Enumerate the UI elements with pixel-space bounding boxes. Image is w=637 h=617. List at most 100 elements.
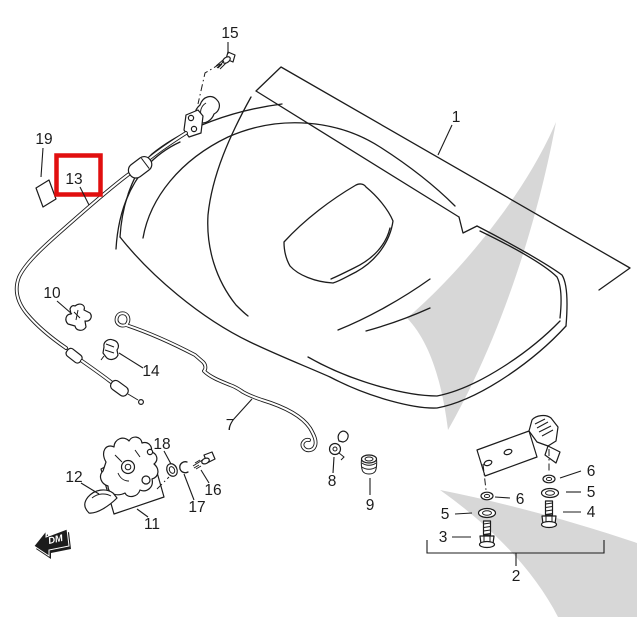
callout-8: 8: [328, 456, 337, 490]
callout-10-leader: [56, 300, 73, 315]
callout-19-number[interactable]: 19: [35, 131, 52, 148]
clip-8-hole: [332, 446, 338, 452]
callout-6-left-number[interactable]: 6: [516, 491, 525, 508]
callout-11-leader: [136, 508, 149, 518]
callout-3-number[interactable]: 3: [439, 529, 448, 546]
washer-5-left-hole: [482, 510, 492, 516]
washer-part-5-right: [540, 487, 560, 499]
hood-crease-front-right-b: [365, 307, 431, 332]
callout-4: 4: [563, 504, 596, 521]
prop-rod-outline: [114, 311, 318, 453]
callout-18-number[interactable]: 18: [153, 436, 170, 453]
callout-4-number[interactable]: 4: [587, 504, 596, 521]
latch-pivot: [141, 475, 151, 485]
callout-1-number[interactable]: 1: [452, 109, 461, 126]
washer-part-5-left: [477, 507, 497, 519]
callout-12: 12: [65, 469, 100, 495]
hood-rear-strip: [255, 66, 631, 291]
hinge-hole-right: [503, 448, 513, 456]
callout-18-leader: [163, 450, 172, 465]
callout-3: 3: [439, 529, 471, 546]
callout-labels: 1 2 3 4 5 5 6 6 7: [35, 25, 595, 585]
bolt-part-4: [540, 500, 558, 529]
callout-12-number[interactable]: 12: [65, 469, 82, 486]
latch-hardware-axis: [156, 476, 170, 490]
hinge-flap: [544, 445, 561, 464]
hood-scoop: [283, 183, 394, 284]
screw-part-15: [197, 51, 236, 105]
hinge-assembly-part-2: [426, 414, 605, 566]
clip-part-14: [100, 338, 119, 361]
bolt-4-threads: [545, 502, 553, 515]
hood-corner-notch: [458, 216, 478, 234]
cable-inner-core: [81, 360, 112, 383]
callout-14-leader: [118, 352, 144, 369]
highlight-box-part-13[interactable]: [54, 153, 103, 197]
latch-striker-center: [124, 463, 132, 471]
callout-1: 1: [437, 109, 461, 156]
callout-5-left-number[interactable]: 5: [441, 506, 450, 523]
bracket-hole-upper: [187, 114, 195, 122]
callout-14-number[interactable]: 14: [142, 363, 160, 380]
callout-7-number[interactable]: 7: [226, 417, 235, 434]
cable-end-ball: [138, 399, 145, 406]
clip-14-detail: [100, 343, 115, 361]
grommet-sides: [360, 458, 378, 472]
bolt-part-3: [478, 520, 496, 549]
callout-8-number[interactable]: 8: [328, 473, 337, 490]
hood-front-edge: [119, 236, 567, 409]
callout-5-right-number[interactable]: 5: [587, 484, 596, 501]
callout-15-number[interactable]: 15: [221, 25, 238, 42]
callout-11: 11: [136, 508, 160, 533]
grommet-part-9: [360, 454, 378, 475]
callout-6-right-leader: [559, 470, 582, 479]
callout-17-number[interactable]: 17: [188, 499, 205, 516]
hinge-axis-left: [482, 463, 487, 491]
clip-part-8: [328, 430, 349, 461]
callout-17-leader: [183, 473, 195, 501]
cable-lower-core: [15, 173, 130, 349]
callout-7-leader: [232, 398, 253, 421]
clip-14-shape: [102, 338, 119, 361]
callout-5-left: 5: [441, 506, 473, 523]
hood-crease-main: [142, 122, 456, 239]
callout-9-number[interactable]: 9: [366, 497, 375, 514]
clip-10-detail: [73, 309, 81, 321]
clip-part-10: [65, 303, 92, 331]
callout-6-left-leader: [494, 496, 511, 499]
lever-detail: [91, 493, 112, 499]
callout-15: 15: [221, 25, 239, 54]
washer-part-18: [166, 463, 178, 477]
callout-2-number[interactable]: 2: [512, 568, 521, 585]
washer-5-right-hole: [545, 490, 555, 496]
group-bracket-part-2: [426, 540, 605, 566]
callout-6-right-number[interactable]: 6: [587, 463, 596, 480]
grommet-top: [360, 454, 378, 464]
prop-rod-part-7: [114, 311, 318, 453]
washer-18-outer: [166, 463, 178, 477]
washer-18-inner: [168, 466, 176, 474]
lever-part-12: [84, 489, 118, 514]
callout-19: 19: [35, 131, 53, 178]
bolt-4-flange: [540, 520, 558, 529]
callout-12-leader: [80, 482, 100, 495]
callout-10-number[interactable]: 10: [43, 285, 61, 302]
callout-16-number[interactable]: 16: [204, 482, 221, 499]
hood-front-edge-fold: [307, 320, 561, 397]
bolt-3-flange: [478, 540, 496, 549]
callout-11-number[interactable]: 11: [144, 516, 160, 533]
bolt-3-threads: [483, 522, 491, 535]
hood-scoop-fold: [330, 227, 391, 280]
bolt-16-flange: [201, 457, 210, 465]
clip-8-tail: [338, 452, 345, 461]
callout-1-leader: [437, 124, 453, 156]
dm-logo: DM: [33, 528, 71, 559]
release-cable-assembly-part-13: [14, 95, 220, 406]
cclip-17-shape: [179, 461, 189, 474]
cable-end-fitting: [109, 379, 129, 397]
screw-flange: [222, 56, 231, 64]
callout-13-number[interactable]: 13: [65, 171, 82, 188]
callout-9: 9: [366, 478, 375, 514]
bracket-hole-lower: [190, 125, 198, 133]
